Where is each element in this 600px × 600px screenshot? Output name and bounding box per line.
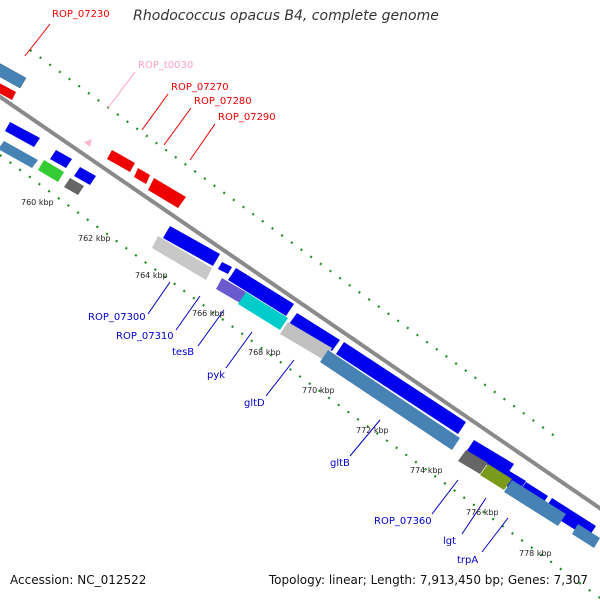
reverse-genes xyxy=(0,141,600,548)
tick-label-764: 764 kbp xyxy=(135,271,168,280)
leader-rop-07360 xyxy=(431,479,459,515)
gene-fwd-5 xyxy=(336,342,466,434)
gene-pink-trna xyxy=(84,139,92,147)
leader-rop-07310 xyxy=(175,295,201,331)
leader-pyk xyxy=(225,331,253,369)
tick-labels: 760 kbp 762 kbp 764 kbp 766 kbp 768 kbp … xyxy=(21,198,552,558)
map-title: Rhodococcus opacus B4, complete genome xyxy=(133,8,439,24)
leader-rop-07290 xyxy=(189,123,216,161)
gene-rev-3 xyxy=(504,480,566,526)
gene-fwd-upper-1 xyxy=(5,122,40,147)
gene-light-gray xyxy=(152,236,212,280)
gene-label-rop-07270: ROP_07270 xyxy=(171,82,229,93)
gene-label-rop-07310: ROP_07310 xyxy=(116,331,174,342)
backbone-line xyxy=(0,94,600,511)
gene-label-tesb: tesB xyxy=(172,347,194,358)
gene-label-gltd: gltD xyxy=(244,398,265,409)
leader-rop-07280 xyxy=(163,107,192,146)
leader-tesb xyxy=(197,309,225,347)
gene-gray-2 xyxy=(458,450,488,474)
leader-rop-t0030 xyxy=(107,71,136,109)
gene-purple xyxy=(216,278,246,303)
leader-gltb xyxy=(349,419,381,457)
gene-label-rop-07280: ROP_07280 xyxy=(194,96,252,107)
tick-label-778: 778 kbp xyxy=(519,549,552,558)
gene-green xyxy=(38,160,64,182)
tick-label-762: 762 kbp xyxy=(78,234,111,243)
gene-label-rop-07300: ROP_07300 xyxy=(88,312,146,323)
gene-fwd-3 xyxy=(228,268,294,316)
gene-label-lgt: lgt xyxy=(443,536,456,547)
leader-trpa xyxy=(481,517,509,553)
dotted-guide-bottom xyxy=(0,154,600,599)
gene-rev-upper-1 xyxy=(0,141,38,168)
gene-cyan xyxy=(238,292,288,330)
leader-lgt xyxy=(461,497,487,535)
leader-rop-07230 xyxy=(24,23,51,57)
gene-labels: ROP_07230 ROP_t0030 ROP_07270 ROP_07280 … xyxy=(52,9,478,566)
tick-label-776: 776 kbp xyxy=(466,508,499,517)
gene-label-pyk: pyk xyxy=(207,370,225,381)
gene-label-rop-t0030: ROP_t0030 xyxy=(138,60,193,71)
gene-rev-4 xyxy=(572,524,600,548)
gene-red-2 xyxy=(134,168,150,184)
leader-rop-07300 xyxy=(147,281,171,315)
gene-gray-1 xyxy=(64,178,84,195)
gene-olive xyxy=(480,464,512,490)
tick-label-772: 772 kbp xyxy=(356,426,389,435)
genome-stats-text: Topology: linear; Length: 7,913,450 bp; … xyxy=(268,573,588,587)
gene-fwd-upper-2 xyxy=(50,150,72,168)
tick-label-768: 768 kbp xyxy=(248,348,281,357)
leader-lines xyxy=(24,23,509,553)
gene-label-gltb: gltB xyxy=(330,458,350,469)
gene-label-rop-07360: ROP_07360 xyxy=(374,516,432,527)
dotted-guides xyxy=(0,49,600,599)
gene-rop-07230-fragment xyxy=(0,63,27,89)
backbone xyxy=(0,94,600,511)
gene-fwd-1 xyxy=(163,226,220,266)
accession-text: Accession: NC_012522 xyxy=(10,573,147,587)
gene-label-rop-07290: ROP_07290 xyxy=(218,112,276,123)
gene-fwd-4 xyxy=(289,313,340,351)
dotted-guide-top xyxy=(29,49,561,441)
previous-tier xyxy=(0,63,27,100)
gene-fwd-2 xyxy=(218,262,232,274)
tick-label-774: 774 kbp xyxy=(410,466,443,475)
gene-fwd-upper-3 xyxy=(74,167,96,185)
gene-red-3 xyxy=(148,178,186,208)
gene-rev-2 xyxy=(320,350,460,450)
leader-rop-07270 xyxy=(141,93,169,131)
gene-red-fragment xyxy=(0,83,16,100)
gene-rev-1 xyxy=(280,322,332,360)
gene-label-trpa: trpA xyxy=(457,555,478,566)
tick-label-770: 770 kbp xyxy=(302,386,335,395)
leader-gltd xyxy=(265,359,295,397)
tick-label-766: 766 kbp xyxy=(192,309,225,318)
gene-label-rop-07230: ROP_07230 xyxy=(52,9,110,20)
gene-red-1 xyxy=(107,150,135,172)
tick-label-760: 760 kbp xyxy=(21,198,54,207)
